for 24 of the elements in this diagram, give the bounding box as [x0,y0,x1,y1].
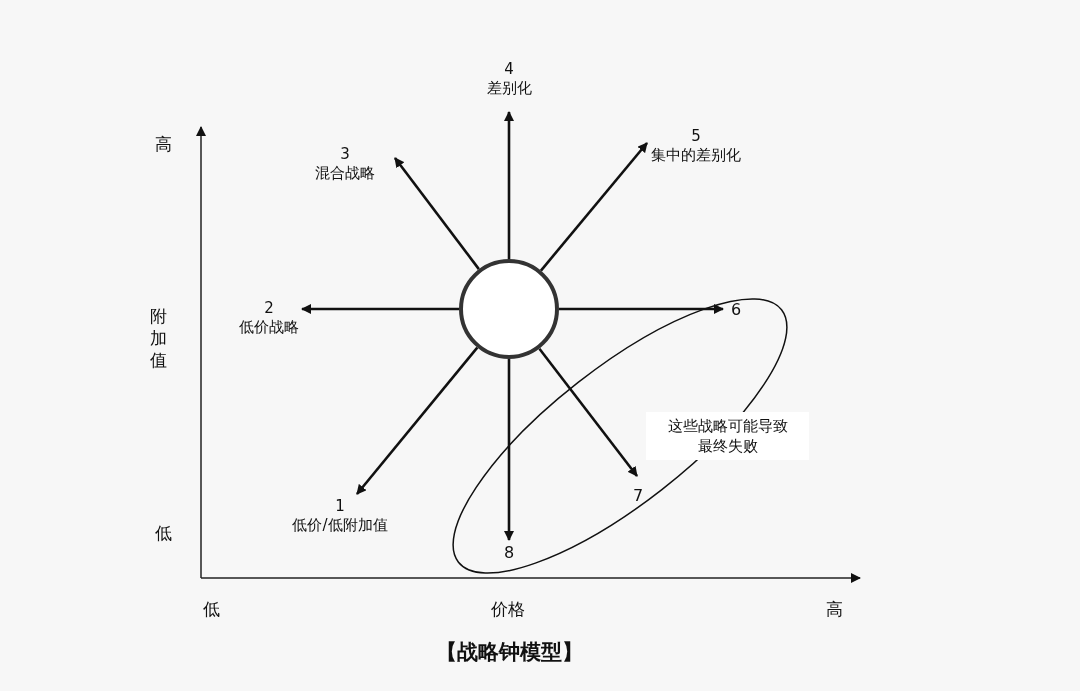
arrow [504,111,514,259]
axis-title: 价格 [491,598,525,621]
axis-title: 附加值 [150,305,168,371]
axis-label: 低 [155,522,172,545]
strategy-label: 1 低价/低附加值 [285,497,395,537]
strategy-label: 2 低价战略 [238,299,300,339]
axis-label: 高 [155,133,172,156]
arrow [504,359,514,541]
callout-box: 这些战略可能导致最终失败 [646,412,809,460]
arrow [356,346,479,495]
strategy-label: 4 差别化 [478,60,540,100]
strategy-label: 7 [628,486,648,506]
strategy-label: 3 混合战略 [311,145,379,185]
title: 【战略钟模型】 [436,639,583,666]
axis-label: 低 [203,598,220,621]
arrow [539,142,648,272]
strategy-label: 6 [726,300,746,320]
strategy-label: 5 集中的差别化 [648,127,744,167]
arrow [559,304,724,314]
strategy-label: 8 [499,543,519,563]
arrow [538,347,639,477]
arrow [301,304,459,314]
arrow [393,157,480,270]
axis-label: 高 [826,598,843,621]
